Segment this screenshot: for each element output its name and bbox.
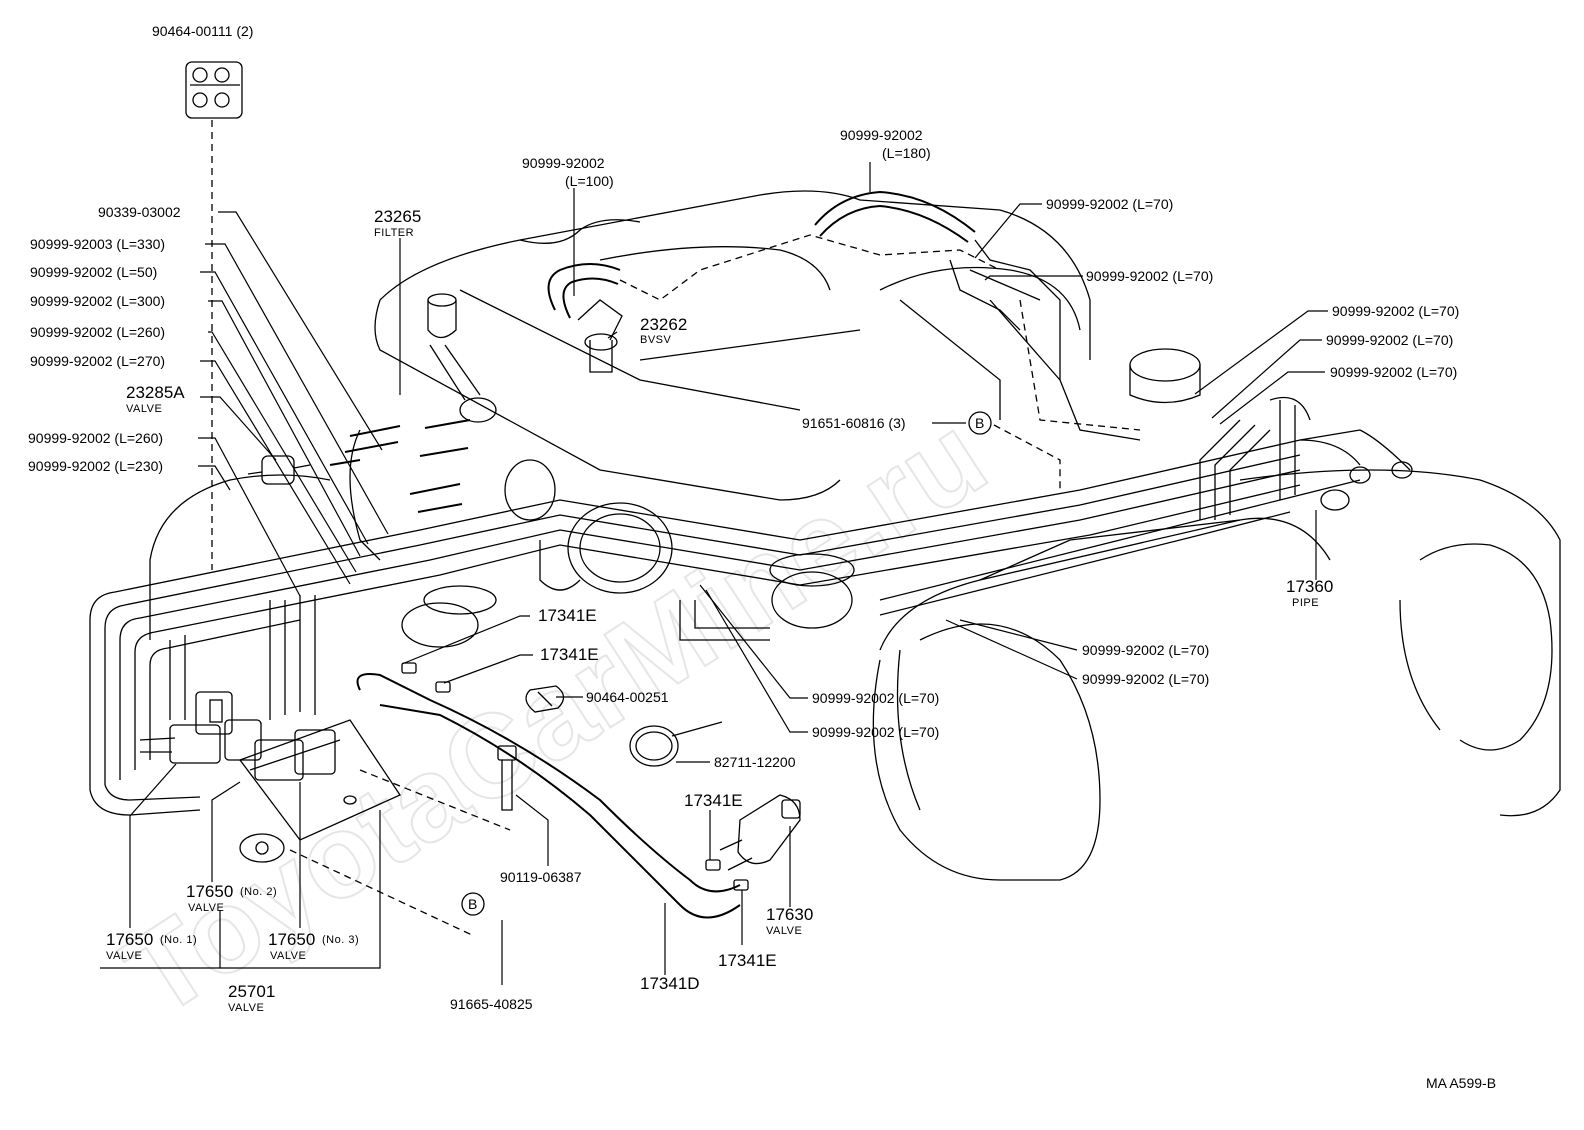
label-17650-no2-num: (No. 2) [240, 886, 277, 898]
label-b-marker-2: B [468, 896, 477, 912]
label-hose-l330: 90999-92003 (L=330) [30, 236, 165, 252]
vacuum-line-bundle [89, 400, 1411, 816]
label-hose-m70b: 90999-92002 (L=70) [1082, 671, 1209, 687]
filter-23265[interactable] [427, 293, 497, 423]
label-hose-l300: 90999-92002 (L=300) [30, 293, 165, 309]
figure-code: MA A599-B [1426, 1075, 1496, 1091]
label-hose-l180: (L=180) [882, 145, 931, 161]
label-hose-l100-pn: 90999-92002 [522, 155, 605, 171]
label-hose-r70c: 90999-92002 (L=70) [1332, 303, 1459, 319]
dashed-leader-bolt [359, 769, 511, 831]
label-hose-l260a: 90999-92002 (L=260) [30, 324, 165, 340]
label-23285a-sub: VALVE [126, 403, 162, 415]
label-hose-l230: 90999-92002 (L=230) [28, 458, 163, 474]
label-17650-no3-sub: VALVE [270, 950, 306, 962]
label-hose-r70a: 90999-92002 (L=70) [1046, 196, 1173, 212]
label-90339-03002: 90339-03002 [98, 204, 181, 220]
label-17360: 17360 [1286, 577, 1333, 596]
label-17630-sub: VALVE [766, 925, 802, 937]
label-90464-00111: 90464-00111 (2) [152, 23, 253, 39]
ref-b-marker-2 [461, 892, 485, 916]
clip-90464-00251[interactable] [525, 685, 565, 713]
label-17650-no2-sub: VALVE [188, 902, 224, 914]
clamp-set-90464-00111[interactable] [185, 61, 243, 119]
label-17360-sub: PIPE [1292, 597, 1319, 609]
label-17650-no1: 17650 [106, 930, 153, 949]
label-hose-l180-pn: 90999-92002 [840, 127, 923, 143]
label-17341e-d: 17341E [718, 951, 777, 970]
label-25701-sub: VALVE [228, 1002, 264, 1014]
label-90119-06387: 90119-06387 [500, 869, 582, 885]
upper-hoses [547, 190, 1141, 441]
label-17650-no3: 17650 [268, 930, 315, 949]
part-labels: 90464-00111 (2) 90339-03002 90999-92003 … [28, 23, 1496, 1091]
label-82711-12200: 82711-12200 [714, 754, 796, 770]
vsv-assembly-25701[interactable] [139, 691, 401, 863]
label-17650-no1-num: (No. 1) [160, 934, 197, 946]
label-hose-m70d: 90999-92002 (L=70) [812, 724, 939, 740]
label-hose-m70c: 90999-92002 (L=70) [812, 690, 939, 706]
label-23265-sub: FILTER [374, 227, 414, 239]
label-25701: 25701 [228, 982, 275, 1001]
engine-outline [149, 190, 1561, 881]
label-hose-r70b: 90999-92002 (L=70) [1086, 268, 1213, 284]
label-17650-no1-sub: VALVE [106, 950, 142, 962]
label-hose-l50: 90999-92002 (L=50) [30, 264, 157, 280]
pipe-17360[interactable] [1269, 396, 1413, 511]
hose-17341d[interactable] [356, 673, 741, 919]
label-hose-l100: (L=100) [565, 173, 614, 189]
label-17630: 17630 [766, 905, 813, 924]
label-hose-m70a: 90999-92002 (L=70) [1082, 642, 1209, 658]
ref-b-marker [968, 411, 992, 435]
bolt-90119-06387[interactable] [497, 745, 517, 811]
band-82711-12200[interactable] [629, 721, 723, 767]
label-23262: 23262 [640, 315, 687, 334]
label-23285a: 23285A [126, 383, 185, 402]
bvsv-23262[interactable] [577, 299, 623, 373]
label-b-marker: B [975, 415, 984, 431]
label-17650-no3-num: (No. 3) [322, 934, 359, 946]
label-hose-l260b: 90999-92002 (L=260) [28, 430, 163, 446]
clamp-17341e-set[interactable] [401, 662, 749, 891]
valve-17630[interactable] [719, 794, 801, 871]
dashed-leader-b2 [289, 849, 473, 936]
label-17341d: 17341D [640, 974, 700, 993]
label-90464-00251: 90464-00251 [586, 689, 669, 705]
throttle-body [401, 348, 1201, 648]
label-17341e-b: 17341E [540, 645, 599, 664]
label-91665-40825: 91665-40825 [450, 996, 533, 1012]
label-17341e-c: 17341E [684, 791, 743, 810]
label-17341e-a: 17341E [538, 606, 597, 625]
valve-23285a[interactable] [247, 455, 311, 485]
label-hose-l270: 90999-92002 (L=270) [30, 353, 165, 369]
label-23262-sub: BVSV [640, 334, 672, 346]
label-17650-no2: 17650 [186, 882, 233, 901]
leader-lines [100, 162, 1328, 985]
label-91651-60816: 91651-60816 (3) [802, 415, 906, 431]
label-23265: 23265 [374, 207, 421, 226]
label-hose-r70d: 90999-92002 (L=70) [1326, 332, 1453, 348]
label-hose-r70e: 90999-92002 (L=70) [1330, 364, 1457, 380]
